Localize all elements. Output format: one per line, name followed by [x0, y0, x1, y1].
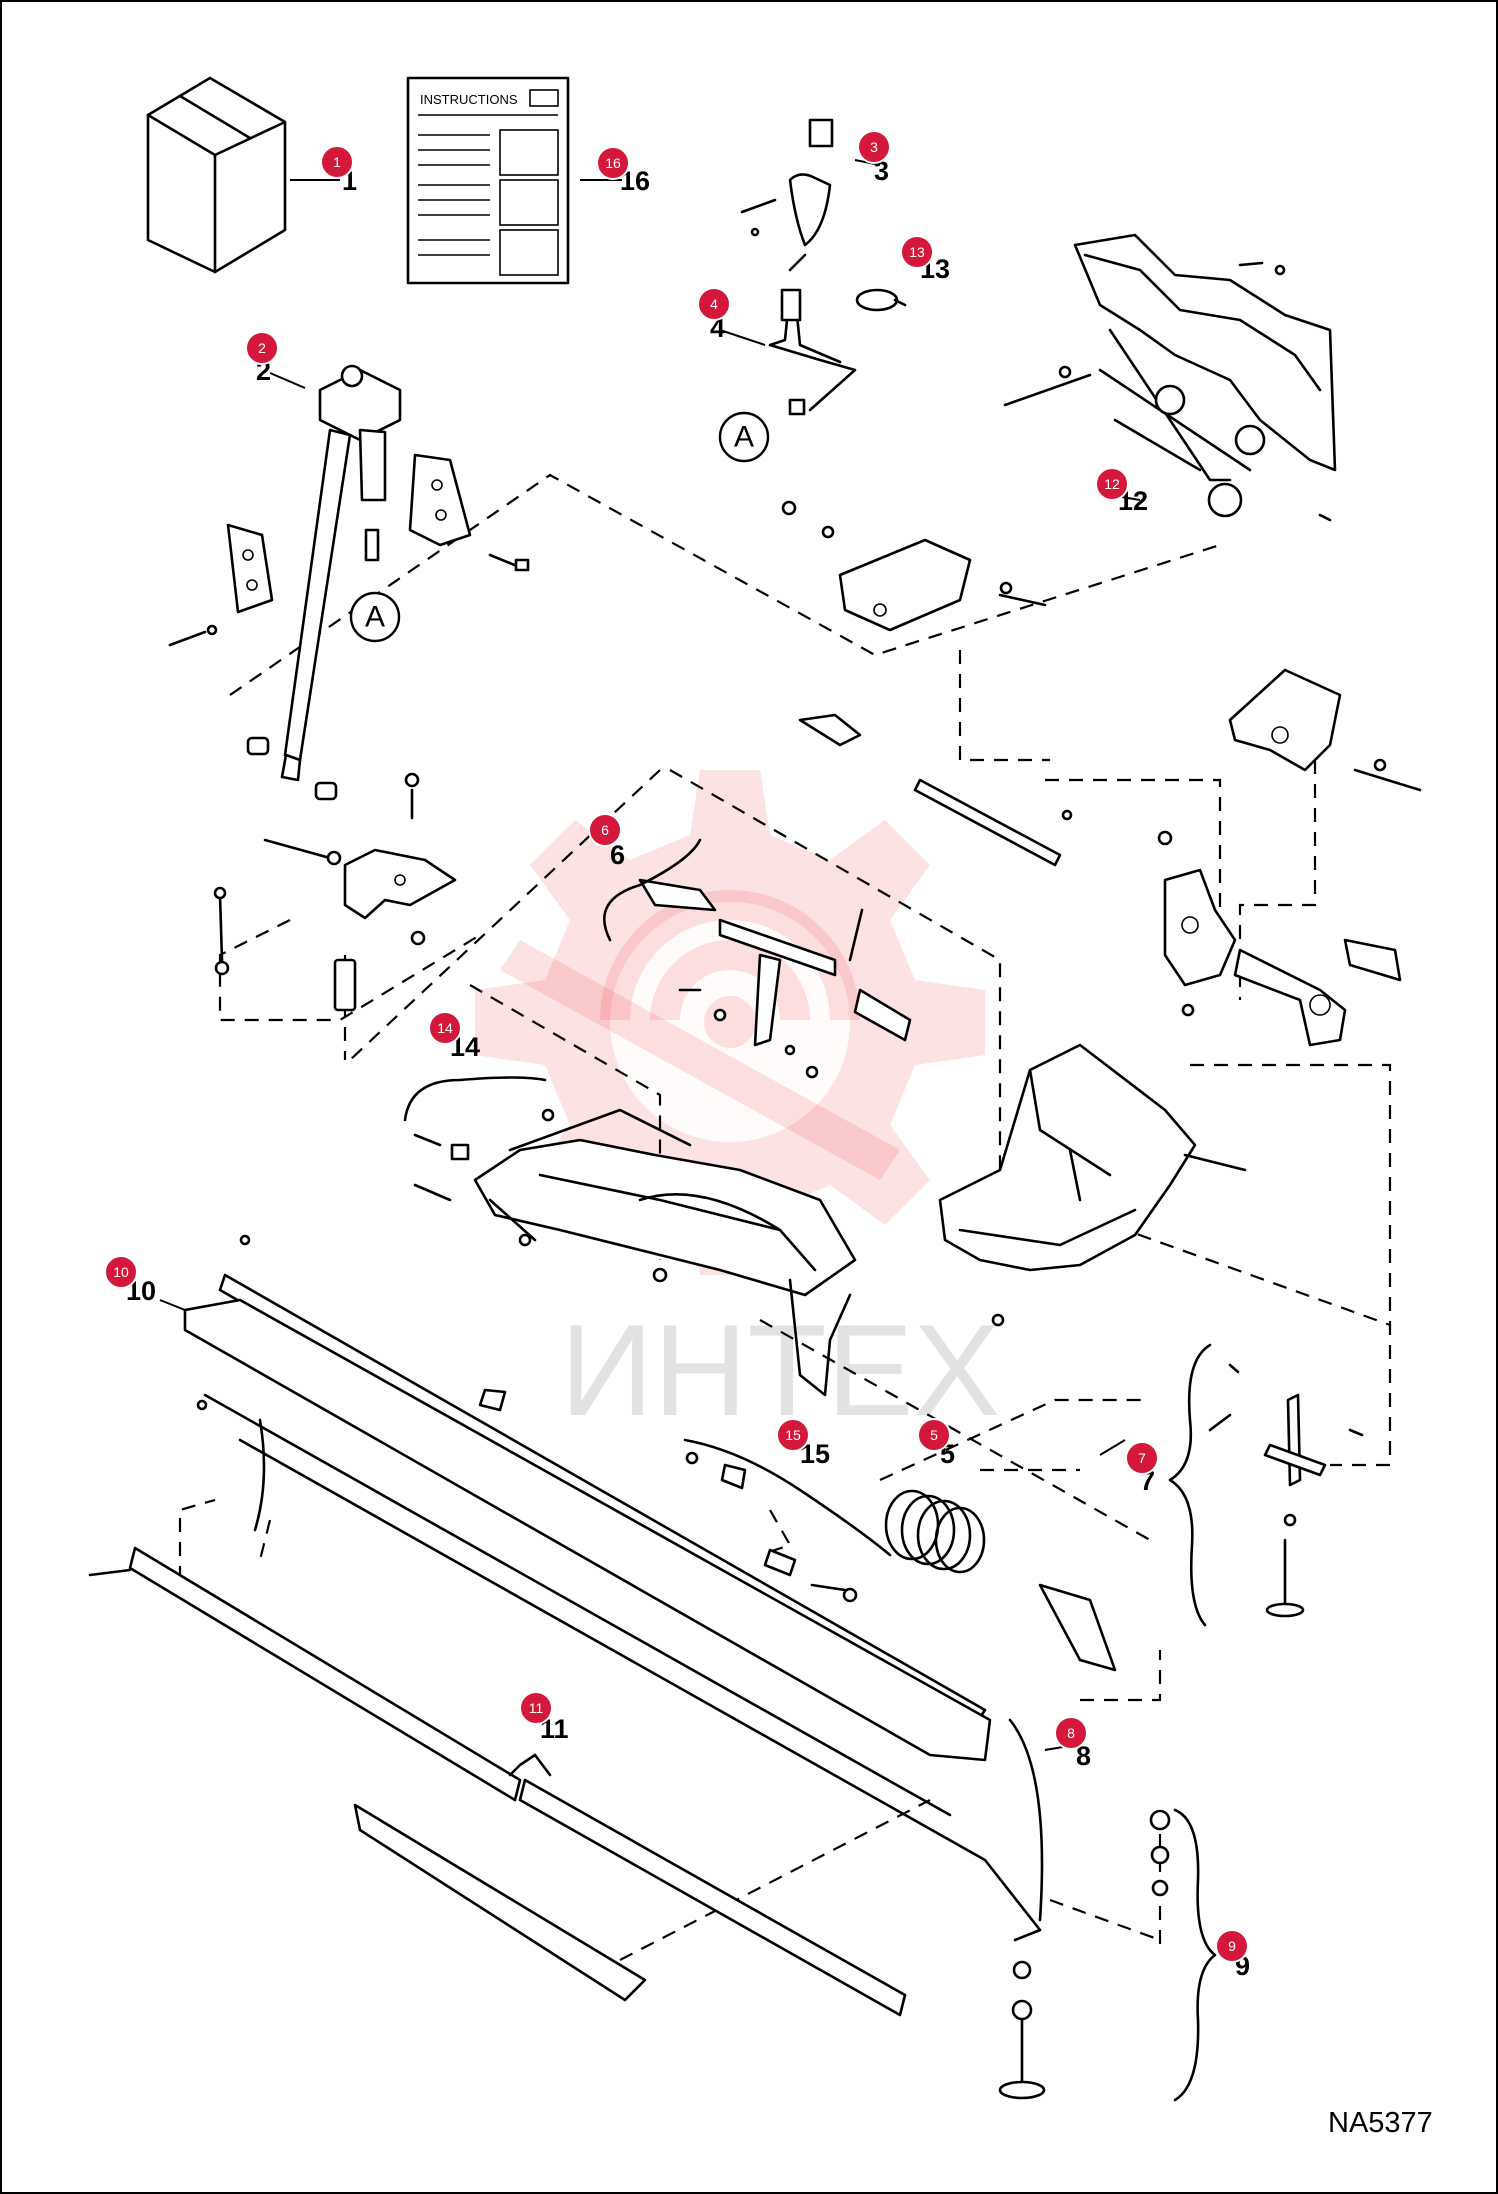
svg-text:14: 14: [437, 1020, 453, 1036]
svg-text:10: 10: [113, 1264, 129, 1280]
part-9-shoe-hardware: [998, 1809, 1171, 2100]
badge-3[interactable]: 3: [857, 130, 891, 164]
part-14-a-frame: [413, 1108, 857, 1397]
badge-14[interactable]: 14: [428, 1011, 462, 1045]
badge-12[interactable]: 12: [1095, 467, 1129, 501]
svg-text:9: 9: [1228, 1938, 1236, 1954]
right-upper-bracket: [798, 668, 1422, 867]
svg-text:3: 3: [870, 139, 878, 155]
svg-text:11: 11: [529, 1700, 544, 1716]
part-16-instructions: INSTRUCTIONS: [406, 76, 570, 285]
badge-7[interactable]: 7: [1125, 1441, 1159, 1475]
part-2-actuator: [280, 364, 402, 782]
part-1-box: [146, 76, 287, 274]
svg-text:6: 6: [601, 822, 609, 838]
svg-text:2: 2: [258, 340, 266, 356]
part-12-hitch: [1003, 233, 1337, 522]
part-13-cable-tie: [855, 288, 907, 312]
upper-center-bracket: [781, 500, 1047, 632]
part-5-spring: [884, 1489, 986, 1574]
printed-number-6: 6: [610, 840, 625, 870]
reference-callout-a-1: A: [718, 411, 770, 463]
badge-11[interactable]: 11: [519, 1691, 553, 1725]
part-6-pivot-assembly: [638, 878, 912, 1079]
badge-1[interactable]: 1: [320, 145, 354, 179]
instructions-label: INSTRUCTIONS: [420, 92, 518, 107]
badge-5[interactable]: 5: [917, 1418, 951, 1452]
svg-text:4: 4: [710, 296, 718, 312]
badge-2[interactable]: 2: [245, 331, 279, 365]
svg-text:15: 15: [785, 1427, 801, 1443]
bracket-braces: [403, 838, 1217, 2102]
svg-text:13: 13: [909, 244, 925, 260]
badge-16[interactable]: 16: [596, 146, 630, 180]
badge-9[interactable]: 9: [1215, 1929, 1249, 1963]
part-11-cutting-edge: [88, 1546, 907, 2017]
svg-text:A: A: [734, 421, 754, 454]
badge-4[interactable]: 4: [697, 287, 731, 321]
badge-6[interactable]: 6: [588, 813, 622, 847]
right-curved-frame: [938, 1043, 1247, 1327]
part-8-end-plate: [1038, 1583, 1117, 1672]
badge-10[interactable]: 10: [104, 1255, 138, 1289]
svg-text:5: 5: [930, 1427, 938, 1443]
watermark-text: ИНТЕХ: [560, 1297, 1000, 1443]
part-4-harness: [768, 288, 857, 416]
svg-text:16: 16: [605, 155, 621, 171]
part-7-skid-hardware: [1208, 1363, 1364, 1618]
badge-8[interactable]: 8: [1054, 1716, 1088, 1750]
part-15-spring-hardware: [685, 1451, 858, 1603]
svg-text:A: A: [365, 601, 385, 634]
printed-number-8: 8: [1076, 1741, 1091, 1771]
svg-text:12: 12: [1104, 476, 1120, 492]
part-10-blade-rail: [183, 1234, 1044, 1942]
right-side-pivot: [1157, 830, 1402, 1047]
part-3-switch: [740, 118, 834, 272]
svg-text:8: 8: [1067, 1725, 1075, 1741]
reference-callout-a-2: A: [349, 591, 401, 643]
drawing-code: NA5377: [1328, 2107, 1433, 2139]
svg-text:7: 7: [1138, 1450, 1146, 1466]
svg-text:1: 1: [333, 154, 341, 170]
actuator-base-bracket: [213, 772, 457, 1012]
badge-15[interactable]: 15: [776, 1418, 810, 1452]
actuator-brackets: [168, 453, 530, 801]
badge-13[interactable]: 13: [900, 235, 934, 269]
